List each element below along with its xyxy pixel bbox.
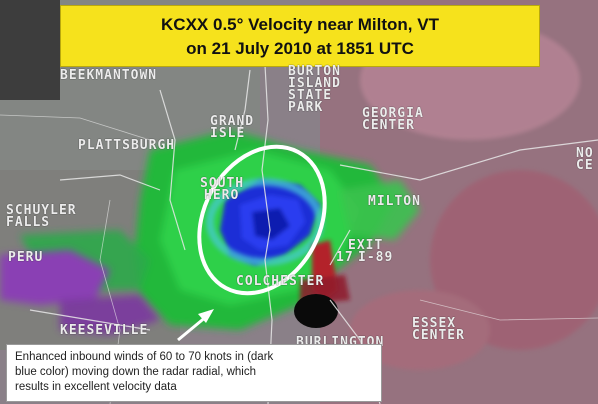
- place-label-exit: EXIT: [348, 238, 384, 253]
- place-label-plattsburgh: PLATTSBURGH: [78, 138, 176, 153]
- place-label-exit-number: 17: [336, 250, 354, 265]
- place-label-colchester: COLCHESTER: [236, 274, 325, 289]
- place-label-state: STATE: [288, 88, 333, 103]
- inbound-dark-blue-core: [220, 180, 320, 265]
- place-label-georgia-center: CENTER: [362, 118, 415, 133]
- place-label-falls: FALLS: [6, 215, 51, 230]
- purple-echo: [0, 250, 160, 335]
- place-label-south: SOUTH: [200, 176, 245, 191]
- place-label-isle: ISLE: [210, 126, 246, 141]
- caption-line-2: blue color) moving down the radar radial…: [15, 366, 256, 378]
- annotation-arrow: [177, 309, 214, 342]
- title-banner: KCXX 0.5° Velocity near Milton, VT on 21…: [60, 5, 540, 67]
- place-label-peru: PERU: [8, 250, 44, 265]
- place-label-schuyler: SCHUYLER: [6, 203, 77, 218]
- radar-site: [294, 294, 338, 328]
- place-label-ce: CE: [576, 158, 594, 173]
- place-label-grand: GRAND: [210, 114, 255, 129]
- place-label-keeseville: KEESEVILLE: [60, 323, 149, 338]
- place-label-no: NO: [576, 146, 594, 161]
- title-line-2: on 21 July 2010 at 1851 UTC: [186, 39, 414, 58]
- highlight-ellipse: [197, 144, 327, 296]
- place-label-burton: BURTON: [288, 64, 341, 79]
- dark-top-strip: [0, 0, 60, 100]
- place-label-essex-center: CENTER: [412, 328, 465, 343]
- map-boundaries: [29, 64, 598, 404]
- title-line-1: KCXX 0.5° Velocity near Milton, VT: [161, 15, 439, 34]
- caption-line-3: results in excellent velocity data: [15, 381, 177, 393]
- place-label-beekmantown: BEEKMANTOWN: [60, 68, 158, 83]
- place-label-georgia: GEORGIA: [362, 106, 424, 121]
- place-label-interstate: I-89: [358, 250, 394, 265]
- place-label-island: ISLAND: [288, 76, 341, 91]
- caption-line-1: Enhanced inbound winds of 60 to 70 knots…: [15, 351, 274, 363]
- place-label-milton: MILTON: [368, 194, 421, 209]
- place-label-hero: HERO: [204, 188, 240, 203]
- place-label-park: PARK: [288, 100, 324, 115]
- annotation-caption: Enhanced inbound winds of 60 to 70 knots…: [6, 344, 382, 402]
- place-label-essex: ESSEX: [412, 316, 457, 331]
